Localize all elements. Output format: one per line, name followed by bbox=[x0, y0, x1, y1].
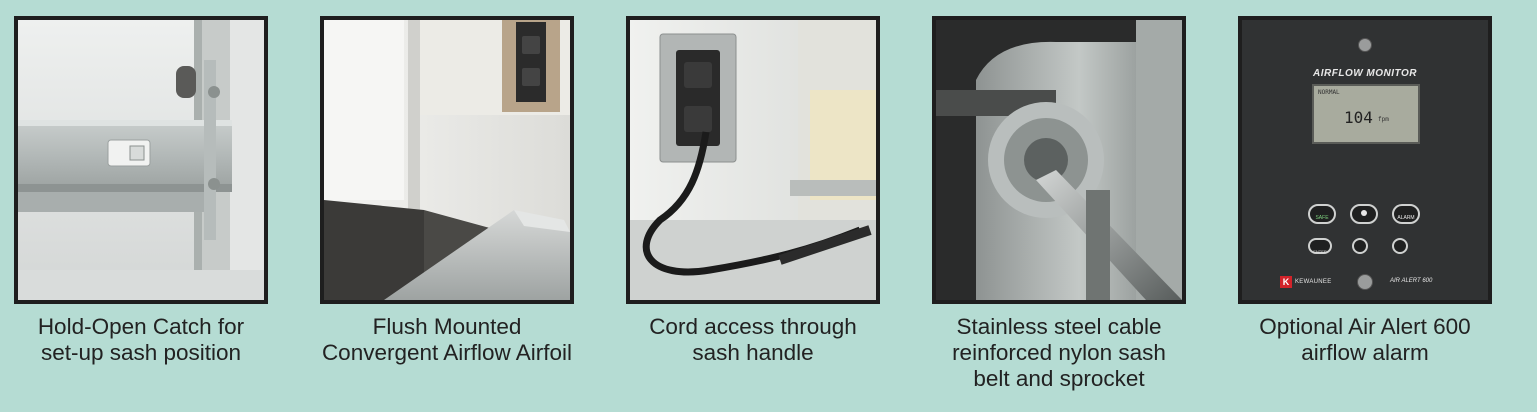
airflow-reading: 104 bbox=[1344, 108, 1373, 127]
cord-access-photo bbox=[626, 16, 880, 304]
hold-open-catch-photo bbox=[14, 16, 268, 304]
feature-caption: Stainless steel cable reinforced nylon s… bbox=[952, 314, 1166, 391]
feature-card-sash-sprocket: Stainless steel cable reinforced nylon s… bbox=[932, 16, 1186, 392]
alarm-button[interactable]: ALARM bbox=[1392, 204, 1420, 224]
status-label: NORMAL bbox=[1318, 89, 1340, 96]
feature-card-airfoil: Flush Mounted Convergent Airflow Airfoil bbox=[320, 16, 574, 366]
feature-caption: Hold-Open Catch for set-up sash position bbox=[37, 314, 245, 365]
airflow-monitor-photo: AIRFLOW MONITOR NORMAL 104 fpm SAFE ALAR… bbox=[1238, 16, 1492, 304]
feature-card-cord-access: Cord access through sash handle bbox=[626, 16, 880, 366]
down-button[interactable] bbox=[1392, 238, 1408, 254]
feature-caption: Optional Air Alert 600 airflow alarm bbox=[1259, 314, 1471, 365]
feature-caption: Flush Mounted Convergent Airflow Airfoil bbox=[321, 314, 573, 365]
mounting-screw-icon bbox=[1358, 38, 1372, 52]
airfoil-photo bbox=[320, 16, 574, 304]
airflow-unit: fpm bbox=[1378, 116, 1389, 123]
safe-button[interactable]: SAFE bbox=[1308, 204, 1336, 224]
monitor-lcd: NORMAL 104 fpm bbox=[1312, 84, 1420, 144]
screw-icon bbox=[1357, 274, 1373, 290]
feature-card-hold-open-catch: Hold-Open Catch for set-up sash position bbox=[14, 16, 268, 366]
feature-caption: Cord access through sash handle bbox=[649, 314, 857, 365]
indicator-icon bbox=[1361, 210, 1367, 216]
sash-sprocket-photo bbox=[932, 16, 1186, 304]
center-button[interactable] bbox=[1350, 204, 1378, 224]
model-label: AIR ALERT 600 bbox=[1390, 278, 1433, 284]
enter-button[interactable]: ENTER bbox=[1308, 238, 1332, 254]
up-button[interactable] bbox=[1352, 238, 1368, 254]
kewaunee-logo: K KEWAUNEE bbox=[1280, 276, 1332, 288]
feature-card-airflow-monitor: AIRFLOW MONITOR NORMAL 104 fpm SAFE ALAR… bbox=[1238, 16, 1492, 366]
monitor-title: AIRFLOW MONITOR bbox=[1313, 68, 1417, 79]
